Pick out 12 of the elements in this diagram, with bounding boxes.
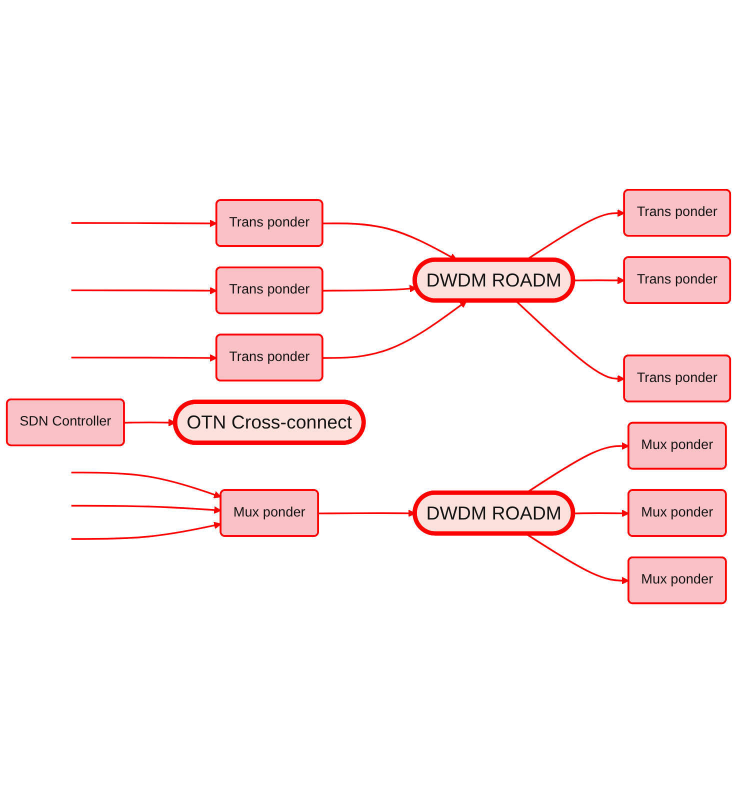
arrow <box>322 301 467 360</box>
arrow <box>515 300 625 383</box>
arrow <box>71 354 218 362</box>
arrow <box>71 505 222 514</box>
arrow <box>573 510 630 518</box>
arrow <box>322 285 417 293</box>
arrow <box>71 472 222 499</box>
arrow <box>573 277 625 285</box>
arrow <box>526 534 630 585</box>
arrow <box>71 220 218 228</box>
arrow <box>71 287 218 295</box>
arrow <box>71 522 222 540</box>
